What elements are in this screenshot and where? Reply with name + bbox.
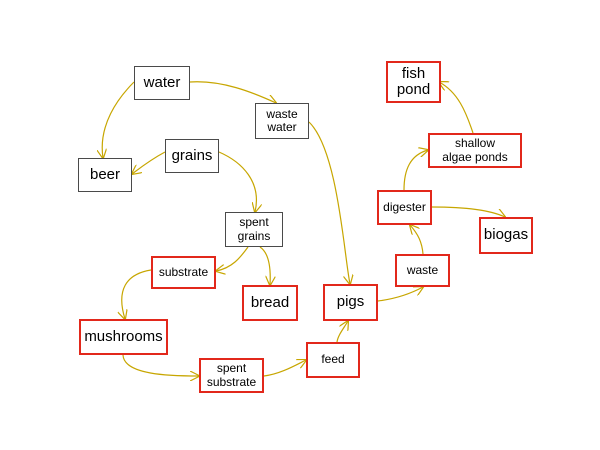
edge-feed-to-pigs [336, 321, 348, 343]
node-shallow-algae-ponds-label: shallow algae ponds [442, 136, 508, 164]
node-feed: feed [306, 342, 360, 378]
edge-spent-grains-to-bread [259, 246, 270, 285]
node-bread: bread [242, 285, 298, 321]
node-grains-label: grains [171, 146, 213, 164]
node-fish-pond: fish pond [386, 61, 441, 103]
node-substrate: substrate [151, 256, 216, 289]
edge-grains-to-spent-grains [218, 151, 256, 212]
node-beer-label: beer [89, 165, 121, 183]
node-digester: digester [377, 190, 432, 225]
edge-pigs-to-waste [377, 287, 423, 302]
edge-mushrooms-to-spent-substrate [122, 354, 199, 376]
node-bread-label: bread [250, 293, 290, 311]
node-biogas-label: biogas [483, 226, 529, 244]
node-shallow-algae-ponds: shallow algae ponds [428, 133, 522, 168]
edge-waste-water-to-pigs [308, 121, 350, 284]
node-mushrooms: mushrooms [79, 319, 168, 355]
edge-spent-substrate-to-feed [263, 360, 306, 377]
node-water: water [134, 66, 190, 100]
node-beer: beer [78, 158, 132, 192]
node-substrate-label: substrate [158, 264, 209, 279]
node-waste-water-label: waste water [266, 106, 298, 134]
node-spent-substrate: spent substrate [199, 358, 264, 393]
node-biogas: biogas [479, 217, 533, 254]
node-fish-pond-label: fish pond [396, 64, 431, 98]
node-mushrooms-label: mushrooms [84, 327, 163, 345]
node-waste-water: waste water [255, 103, 309, 139]
node-feed-label: feed [321, 352, 345, 367]
edge-spent-grains-to-substrate [216, 246, 249, 271]
edge-substrate-to-mushrooms [122, 269, 152, 319]
node-spent-grains: spent grains [225, 212, 283, 247]
node-grains: grains [165, 139, 219, 173]
edge-waste-to-digester [410, 225, 424, 255]
edge-water-to-waste-water [189, 81, 276, 103]
node-water-label: water [143, 73, 181, 91]
node-pigs-label: pigs [336, 293, 365, 311]
node-digester-label: digester [383, 199, 426, 214]
edge-digester-to-biogas [431, 206, 505, 217]
node-spent-grains-label: spent grains [237, 215, 271, 243]
node-pigs: pigs [323, 284, 378, 321]
edges [102, 82, 505, 376]
node-waste: waste [395, 254, 450, 287]
edge-grains-to-beer [132, 151, 166, 174]
node-waste-label: waste [406, 262, 439, 277]
edge-water-to-beer [102, 81, 135, 158]
edge-digester-to-shallow-algae-ponds [403, 150, 428, 191]
edge-shallow-algae-ponds-to-fish-pond [439, 82, 474, 134]
node-spent-substrate-label: spent substrate [206, 361, 257, 389]
